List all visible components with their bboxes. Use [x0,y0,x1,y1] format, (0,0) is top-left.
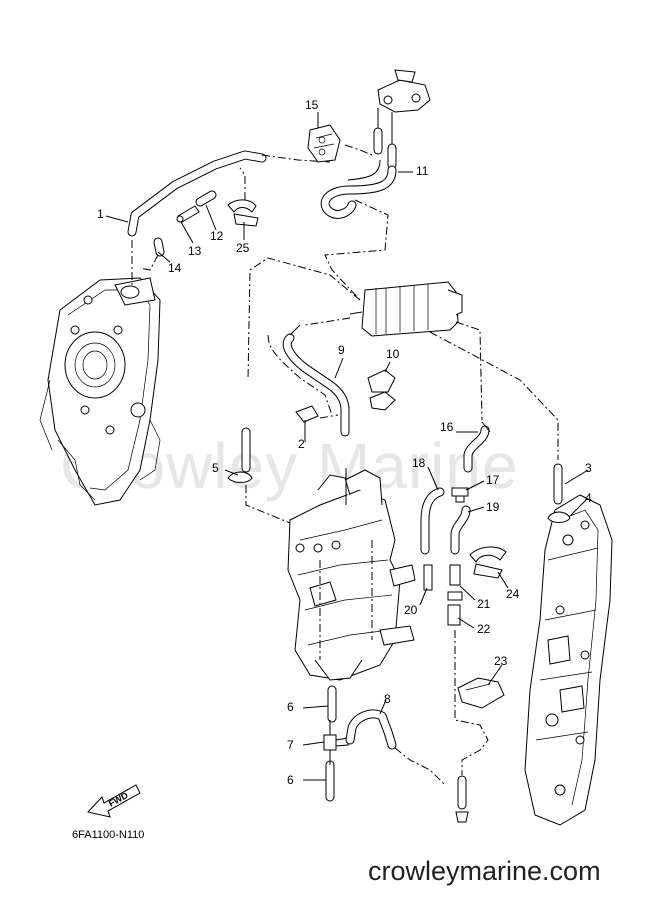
callout-4: 4 [585,491,592,505]
hose-18 [420,487,445,555]
hose-19 [450,505,471,555]
callout-19: 19 [486,500,500,514]
callout-13: 13 [188,244,202,258]
joint-13 [176,205,200,223]
joint-7 [323,734,349,751]
vapor-separator [287,469,416,681]
hose-1 [127,150,267,237]
callout-17: 17 [486,473,500,487]
callout-20: 20 [404,603,418,617]
callout-21: 21 [477,597,491,611]
callout-16: 16 [440,420,454,434]
block-cover-part [524,494,613,826]
clip-2 [295,405,319,423]
callout-15: 15 [305,98,319,112]
callout-labels: 1 2 3 4 5 6 7 6 8 9 10 11 12 13 14 15 16… [97,98,592,787]
callout-1: 1 [97,207,104,221]
hose-22 [447,604,461,626]
callout-23: 23 [494,654,508,668]
callout-6b: 6 [287,773,294,787]
hose-9 [282,333,350,437]
charcoal-canister [349,281,463,337]
intake-manifold-part [39,277,161,506]
callout-12: 12 [210,229,224,243]
hose-16 [463,425,490,473]
callout-22: 22 [477,622,491,636]
hose-12 [195,190,217,207]
diagram-code: 6FA1100-N110 [72,829,144,841]
joint-20 [423,564,433,591]
callout-9: 9 [338,343,345,357]
callout-6a: 6 [287,700,294,714]
bracket-23 [457,677,505,709]
callout-25: 25 [236,241,250,255]
joint-17 [451,487,469,503]
clip-5 [227,471,253,483]
leader-lines [105,112,589,781]
clip-15 [307,124,341,163]
clip-10 [367,369,396,411]
clip-24 [469,546,507,579]
brand-text: crowleymarine.com [368,856,601,886]
callout-11: 11 [416,164,429,178]
callout-18: 18 [412,456,426,470]
hose-14 [139,237,165,271]
callout-24: 24 [506,587,520,601]
callout-3: 3 [585,461,592,475]
hose-11 [320,165,397,219]
callout-14: 14 [168,261,182,275]
clip-25 [227,167,259,227]
callout-2: 2 [298,437,305,451]
callout-8: 8 [384,692,391,706]
joint-21 [447,564,463,601]
clip-4 [547,511,571,523]
hose-8 [345,709,397,750]
fwd-arrow-icon: FWD [87,784,141,818]
callout-5: 5 [212,461,219,475]
callout-7: 7 [287,738,294,752]
fuel-rail-fitting [377,69,431,145]
hose-top-short [373,127,397,170]
callout-10: 10 [386,347,400,361]
